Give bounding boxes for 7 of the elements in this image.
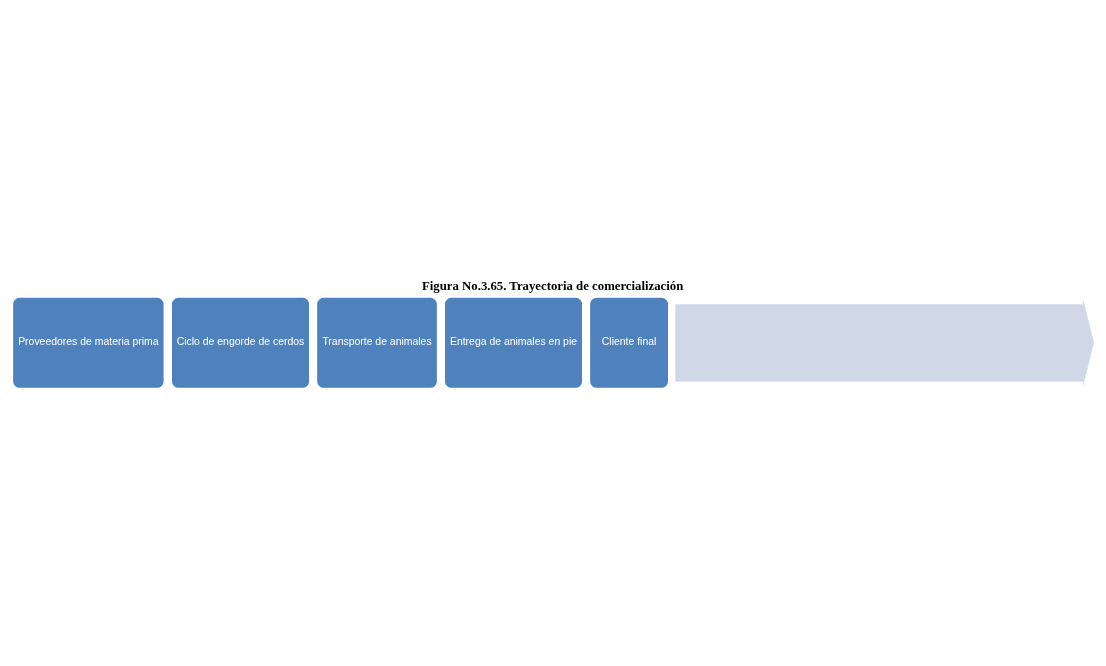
node-box: Transporte de animales <box>315 295 439 390</box>
node-box: Proveedores de materia prima <box>11 295 166 390</box>
node-arrow <box>675 300 1094 385</box>
diagram-title: Figura No.3.65. Trayectoria de comercialización <box>422 278 684 293</box>
node-box: Ciclo de engorde de cerdos <box>170 295 311 390</box>
node-box: Cliente final <box>588 295 670 390</box>
node-box: Entrega de animales en pie <box>443 295 584 390</box>
